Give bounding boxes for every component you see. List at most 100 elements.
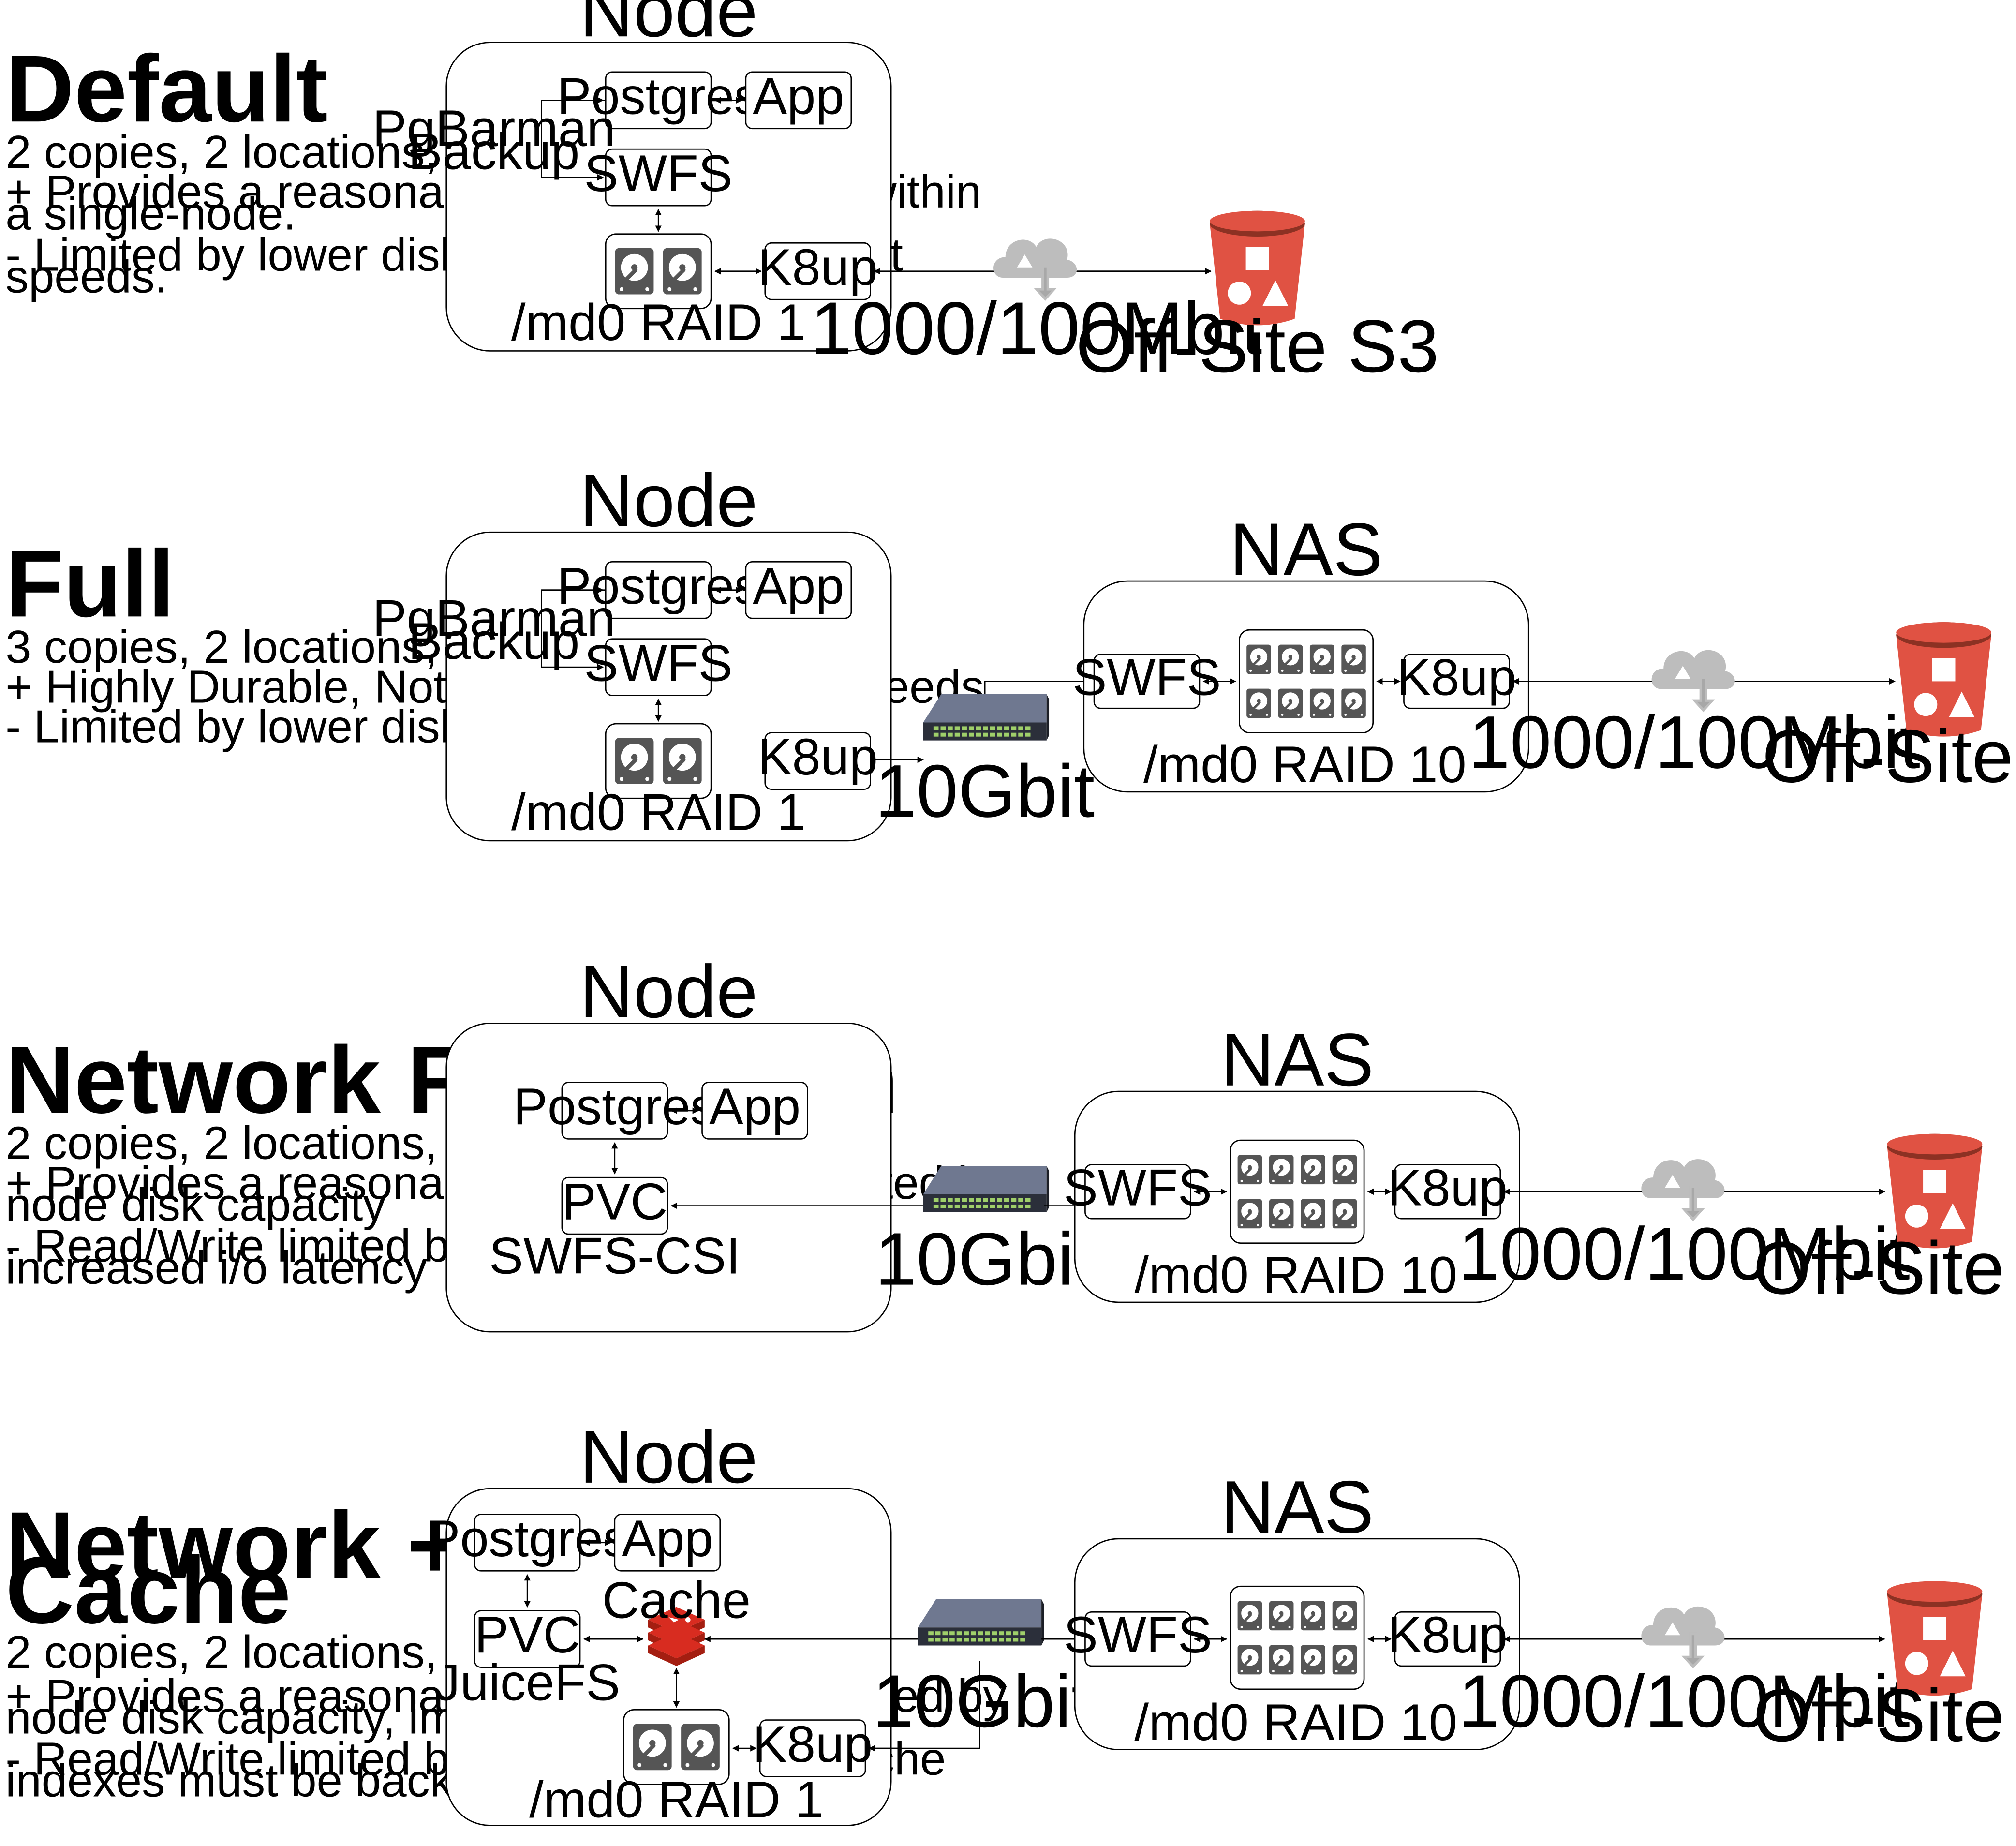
hard-disk-icon	[1332, 1199, 1357, 1229]
hard-disk-icon	[1301, 1199, 1325, 1229]
hard-disk-icon	[1309, 644, 1334, 674]
switch-port	[985, 1631, 990, 1636]
switch-port	[970, 1631, 976, 1636]
redis-mark	[685, 1617, 691, 1623]
node-container-title: Node	[579, 1415, 757, 1499]
bucket-square	[1932, 658, 1956, 682]
switch-port	[997, 732, 1003, 737]
hard-disk-icon	[1237, 1199, 1262, 1229]
s3-label: Off-Site S3	[1076, 304, 1439, 388]
disk-screw	[1288, 1223, 1291, 1227]
lan-speed-label: 10Gbit	[875, 749, 1095, 833]
nas-k8up-box-label: K8up	[1388, 1159, 1508, 1216]
cloud-upload-download-icon	[993, 238, 1077, 301]
disk-screw	[645, 287, 650, 291]
switch-port	[999, 1631, 1005, 1636]
switch-port	[956, 1631, 962, 1636]
pgbarman-label: PgBarman	[372, 100, 615, 157]
disk-arm	[1314, 701, 1324, 711]
section-description: increased i/o latency	[5, 1242, 427, 1294]
download-arrow-shade	[1687, 1635, 1700, 1665]
node-container-title: Node	[579, 459, 757, 542]
upload-arrow	[1675, 666, 1691, 697]
switch-port	[997, 1204, 1003, 1208]
disk-arm	[688, 1743, 704, 1759]
switch-port	[962, 726, 967, 730]
lan-speed-label: 10Gbit	[875, 1217, 1095, 1301]
postgres-box	[561, 1082, 668, 1140]
nas-k8up-box-label: K8up	[1396, 648, 1516, 706]
hard-disk-icon	[615, 248, 654, 295]
switch-front	[923, 722, 1047, 741]
switch-port	[1006, 1631, 1011, 1636]
switch-port	[964, 1638, 969, 1642]
disk-arm	[1251, 657, 1261, 667]
switch-port	[983, 1204, 988, 1208]
disk-screw	[1281, 713, 1284, 716]
upload-arrow	[1664, 1175, 1680, 1206]
s3-bucket-icon	[1896, 622, 1991, 737]
download-arrow-shade	[1687, 1188, 1700, 1218]
pvc-box-label: PVC	[562, 1173, 668, 1231]
bucket-lid	[1896, 622, 1991, 643]
switch-front	[923, 1194, 1047, 1212]
disk-arm	[1336, 1211, 1347, 1221]
bucket-triangle	[1949, 691, 1975, 717]
switch-port	[962, 1198, 967, 1202]
app-box	[614, 1514, 721, 1572]
disk-screw	[1329, 713, 1332, 716]
disk-screw	[1329, 669, 1332, 672]
raid1-array-label: /md0 RAID 1	[511, 784, 805, 841]
pvc-box	[561, 1176, 668, 1235]
disk-arm	[1305, 1613, 1315, 1623]
hard-disk-icon	[1341, 644, 1366, 674]
switch-port	[968, 726, 974, 730]
disk-screw	[711, 1763, 715, 1767]
app-box-label: App	[753, 67, 844, 125]
bucket-square	[1923, 1170, 1946, 1193]
disk-arm	[640, 1743, 656, 1759]
connector	[984, 678, 1091, 694]
switch-port	[1018, 726, 1023, 730]
lan-speed-label: 10Gbit	[873, 1659, 1092, 1743]
bucket-lid	[1887, 1581, 1983, 1602]
disk-screw	[1257, 1670, 1260, 1673]
disk-arm	[1346, 701, 1356, 711]
bandwidth-label: 1000/100Mbit	[1458, 1212, 1910, 1295]
hard-disk-icon	[1309, 688, 1334, 718]
disk-arm	[1242, 1657, 1252, 1668]
bucket-circle	[1914, 693, 1938, 716]
network-switch-icon	[923, 1166, 1050, 1212]
bucket-lid	[1210, 210, 1305, 232]
bucket-triangle	[1262, 280, 1289, 306]
switch-front	[918, 1627, 1042, 1646]
bucket-square	[1923, 1617, 1946, 1640]
switch-port	[997, 726, 1003, 730]
hard-disk-icon	[1278, 644, 1303, 674]
switch-port	[956, 1638, 962, 1642]
app-box-label: App	[622, 1510, 713, 1567]
switch-port	[983, 1198, 988, 1202]
s3-bucket-icon	[1210, 210, 1305, 326]
switch-port	[935, 1638, 941, 1642]
redis-layer	[648, 1645, 705, 1666]
hard-disk-icon	[1246, 644, 1271, 674]
switch-port	[992, 1631, 997, 1636]
switch-port	[1020, 1631, 1025, 1636]
switch-port	[1006, 1638, 1011, 1642]
switch-port	[949, 1631, 955, 1636]
raid10-array-label: /md0 RAID 10	[1135, 1694, 1457, 1751]
s3-label: Off-Site S3	[1753, 1673, 2016, 1757]
nas-k8up-box	[1394, 1164, 1501, 1220]
nas-swfs-box-label: SWFS	[1064, 1606, 1212, 1664]
switch-port	[992, 1638, 997, 1642]
swfs-csi-label: SWFS-CSI	[489, 1227, 741, 1284]
switch-port	[1013, 1631, 1019, 1636]
node-container-title: Node	[579, 950, 757, 1033]
disk-screw	[1304, 1179, 1306, 1182]
bucket-triangle	[1940, 1651, 1966, 1677]
app-box	[701, 1082, 808, 1140]
disk-screw	[663, 1763, 667, 1767]
hard-disk-icon	[1301, 1645, 1325, 1675]
k8up-box-label: K8up	[753, 1715, 873, 1773]
